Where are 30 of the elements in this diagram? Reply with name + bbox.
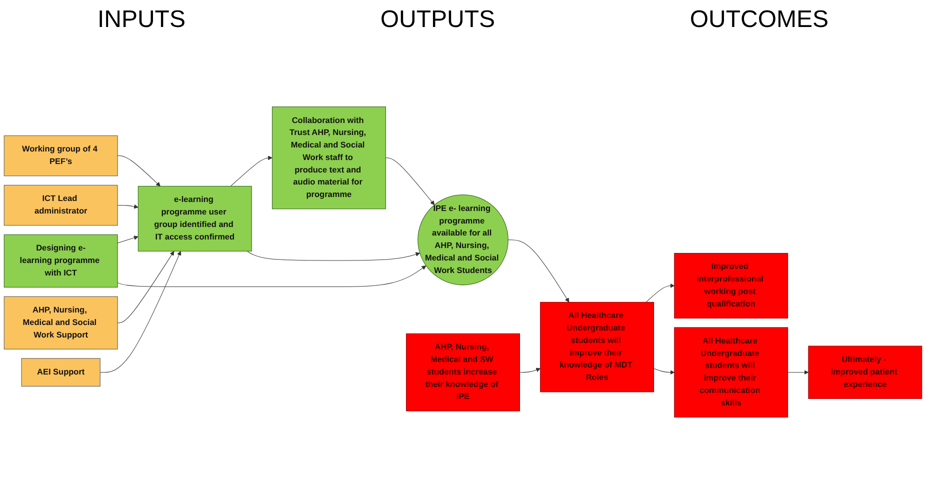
- arrow: [385, 158, 435, 206]
- arrow: [508, 240, 570, 302]
- arrow: [117, 266, 426, 287]
- arrow: [117, 204, 138, 209]
- column-heading: OUTCOMES: [690, 6, 829, 34]
- arrow: [230, 156, 272, 186]
- arrow: [246, 250, 420, 261]
- node-box: Improved interprofessional working post qualification: [674, 252, 788, 318]
- node-box: ICT Lead administrator: [4, 184, 118, 226]
- node-circle: IPE e- learning programme available for all AHP, Nursing, Medical and Social Work Students: [418, 194, 508, 286]
- node-box: AHP, Nursing, Medical and SW students increase their knowledge of IPE: [406, 333, 520, 412]
- arrow: [100, 250, 182, 373]
- arrow: [117, 236, 138, 244]
- arrow: [646, 283, 675, 302]
- node-box: AEI Support: [21, 358, 100, 387]
- column-heading: OUTPUTS: [380, 6, 495, 34]
- node-box: AHP, Nursing, Medical and Social Work Support: [4, 296, 118, 350]
- node-box: Designing e-learning programme with ICT: [4, 234, 118, 288]
- node-box: All Healthcare Undergraduate students will improve their knowledge of MDT Roles: [540, 302, 654, 392]
- node-box: Ultimately - improved patient experience: [808, 346, 922, 399]
- arrow: [117, 250, 174, 324]
- arrow: [117, 156, 160, 186]
- node-box: All Healthcare Undergraduate students will improve their communication skills: [674, 327, 788, 418]
- node-box: Collaboration with Trust AHP, Nursing, Medical and Social Work staff to produce text and audio material for programme: [272, 106, 386, 210]
- arrow: [654, 368, 675, 375]
- arrow: [788, 370, 809, 375]
- node-box: e-learning programme user group identified and IT access confirmed: [138, 186, 252, 252]
- arrow: [519, 368, 541, 373]
- node-box: Working group of 4 PEF’s: [4, 135, 118, 176]
- column-heading: INPUTS: [97, 6, 186, 34]
